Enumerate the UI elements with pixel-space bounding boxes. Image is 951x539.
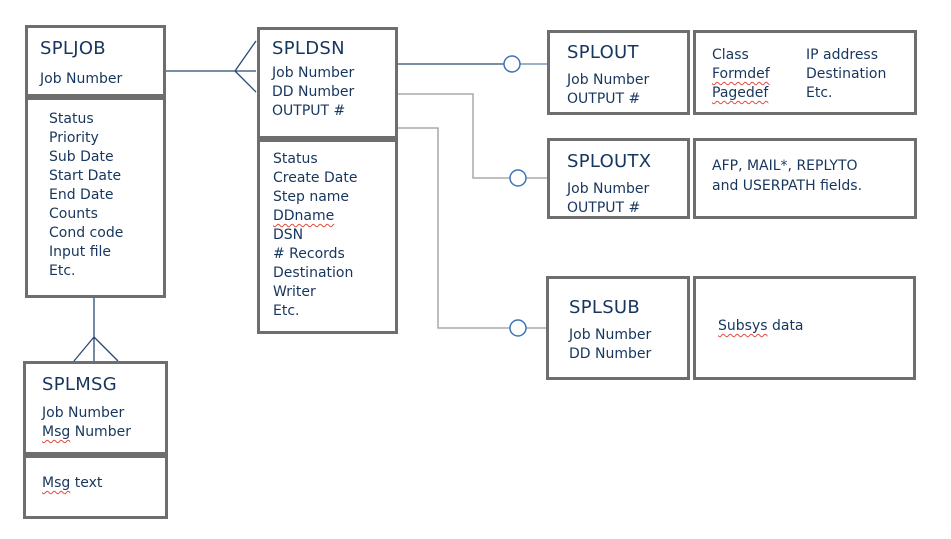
attribute: Etc. — [273, 303, 300, 319]
attribute: Cond code — [49, 225, 124, 241]
entity-spljob-attributes: Status Priority Sub Date Start Date End … — [25, 97, 166, 298]
entity-key: Job Number — [567, 72, 650, 88]
connector-spldsn-splsub — [398, 127, 510, 329]
attribute: Step name — [273, 189, 350, 205]
optional-circle-icon — [509, 319, 527, 337]
attribute: Destination — [273, 265, 354, 281]
optional-circle-icon — [503, 55, 521, 73]
entity-key: DD Number — [569, 346, 652, 362]
field: Pagedef — [712, 85, 769, 101]
entity-title: SPLOUT — [567, 42, 639, 63]
entity-key: Msg Number — [42, 424, 131, 440]
attribute: DSN — [273, 227, 304, 243]
entity-splsub-fields: Subsys data — [693, 276, 916, 380]
field-text: Subsys — [718, 318, 768, 334]
field: IP address — [806, 47, 879, 63]
entity-spldsn-header: SPLDSN Job Number DD Number OUTPUT # — [257, 27, 398, 139]
entity-key: OUTPUT # — [567, 91, 641, 107]
crow-foot-many-icon — [234, 40, 257, 93]
field-text: and USERPATH fields. — [712, 178, 863, 194]
field-text: data — [767, 318, 804, 334]
attribute: Input file — [49, 244, 112, 260]
entity-title: SPLDSN — [272, 38, 345, 59]
field: Class — [712, 47, 749, 63]
optional-circle-icon — [509, 169, 527, 187]
entity-splout: SPLOUT Job Number OUTPUT # — [547, 30, 690, 115]
entity-sploutx: SPLOUTX Job Number OUTPUT # — [547, 138, 690, 219]
attribute: Create Date — [273, 170, 358, 186]
connector-spldsn-sploutx — [398, 93, 510, 179]
entity-splout-fields: Class Formdef Pagedef IP address Destina… — [693, 30, 917, 115]
entity-title: SPLOUTX — [567, 151, 652, 172]
entity-key: OUTPUT # — [272, 103, 346, 119]
attribute: Counts — [49, 206, 98, 222]
field: Etc. — [806, 85, 833, 101]
attribute: # Records — [273, 246, 345, 262]
attribute: Etc. — [49, 263, 76, 279]
attribute: DDname — [273, 208, 335, 224]
entity-splmsg-header: SPLMSG Job Number Msg Number — [23, 361, 168, 455]
attribute: Writer — [273, 284, 316, 300]
entity-key: DD Number — [272, 84, 355, 100]
entity-splmsg-attributes: Msg text — [23, 455, 168, 519]
entity-spljob-header: SPLJOB Job Number — [25, 25, 166, 97]
entity-title: SPLMSG — [42, 374, 118, 395]
attribute: Msg text — [42, 475, 103, 491]
attribute: End Date — [49, 187, 114, 203]
entity-key: OUTPUT # — [567, 200, 641, 216]
entity-title: SPLJOB — [40, 38, 106, 59]
attribute: Priority — [49, 130, 99, 146]
entity-splsub: SPLSUB Job Number DD Number — [546, 276, 690, 380]
entity-key: Job Number — [272, 65, 355, 81]
entity-key: Job Number — [40, 71, 123, 87]
entity-key: Job Number — [567, 181, 650, 197]
attribute: Sub Date — [49, 149, 114, 165]
field: Formdef — [712, 66, 770, 82]
attribute: Status — [273, 151, 318, 167]
field: Destination — [806, 66, 887, 82]
crow-foot-many-icon — [73, 336, 119, 362]
attribute: Status — [49, 111, 94, 127]
entity-sploutx-fields: AFP, MAIL*, REPLYTO and USERPATH fields. — [693, 138, 917, 219]
entity-title: SPLSUB — [569, 297, 641, 318]
attribute: Start Date — [49, 168, 122, 184]
field-text: AFP, MAIL*, REPLYTO — [712, 158, 858, 174]
entity-key: Job Number — [42, 405, 125, 421]
entity-key: Job Number — [569, 327, 652, 343]
entity-spldsn-attributes: Status Create Date Step name DDname DSN … — [257, 139, 398, 334]
